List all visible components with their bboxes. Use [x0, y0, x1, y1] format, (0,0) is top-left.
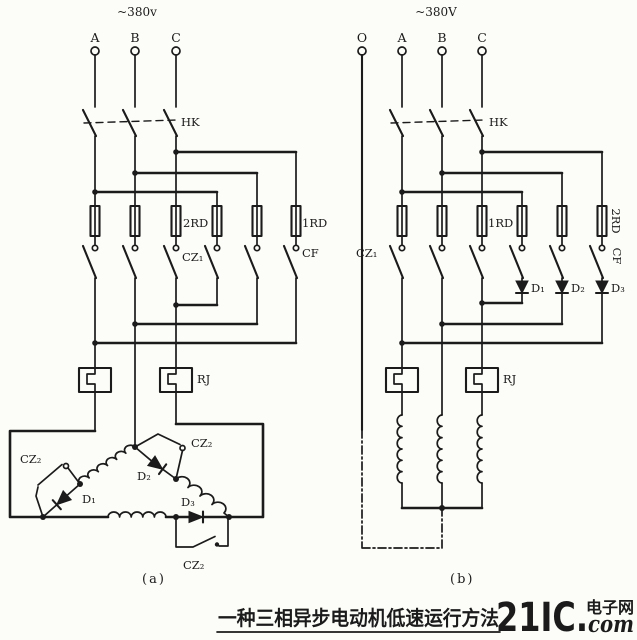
21ic-logo: 21IC. 电子网 com [496, 595, 634, 640]
fuse-2rd-label: 2RD [609, 208, 623, 233]
voltage-label-b: ~380V [415, 5, 457, 19]
terminal-icon [90, 46, 100, 56]
hk-switch-a: HK [81, 108, 200, 138]
contacts-b: CZ₁ CF [356, 244, 624, 280]
figure-title: 一种三相异步电动机低速运行方法 [218, 606, 499, 630]
d3-label-b: D₃ [611, 281, 625, 295]
logo-com-text: com [588, 611, 634, 638]
phase-b-label: B [437, 30, 446, 45]
logo-21ic-text: 21IC. [496, 595, 588, 640]
fuse-1rd-label: 1RD [302, 216, 327, 230]
terminal-icon [171, 46, 181, 56]
neutral-return-wire [361, 429, 443, 549]
voltage-label-a: ~380v [117, 5, 157, 19]
cz2-label-left: CZ₂ [20, 452, 41, 466]
d2-label-a: D₂ [137, 469, 151, 483]
merge-wires-b [400, 301, 604, 345]
diode-d3-a: D₃ [181, 495, 205, 524]
cz2-bypass-left: CZ₂ [20, 452, 81, 518]
contacts-a: CZ₁ CF [81, 244, 319, 280]
cz1-label-a: CZ₁ [182, 250, 203, 264]
neutral-o-label: O [357, 30, 367, 45]
thermal-relays-a: RJ [77, 366, 211, 394]
cz2-label-right: CZ₂ [191, 436, 212, 450]
phase-b-label: B [130, 30, 139, 45]
delta-windings [77, 444, 230, 518]
cz2-label-bottom: CZ₂ [183, 558, 204, 572]
diode-d2-a: D₂ [134, 446, 177, 483]
supply-terminals-a: A B C [89, 30, 181, 56]
fuse-2rd-label: 2RD [183, 216, 208, 230]
fuse-1rd-label: 1RD [488, 216, 513, 230]
merge-wires-a [93, 303, 298, 345]
d2-label-b: D₂ [571, 281, 585, 295]
cz1-label-b: CZ₁ [356, 246, 377, 260]
hk-label: HK [489, 115, 508, 129]
junctions-a [40, 149, 232, 520]
fuses-a: 2RD 1RD [89, 204, 327, 238]
phase-a-label: A [89, 30, 100, 45]
phase-wires-b [401, 54, 603, 509]
hk-switch-b: HK [388, 108, 508, 138]
caption-a: (a) [142, 572, 166, 587]
fuses-b: 1RD 2RD [396, 204, 623, 238]
hk-label: HK [181, 115, 200, 129]
phase-c-label: C [171, 30, 181, 45]
diode-d1-a: D₁ [42, 483, 96, 518]
rj-label-a: RJ [197, 372, 211, 386]
diodes-b: D₁ D₂ D₃ [514, 280, 625, 295]
cz2-bypass-bottom: CZ₂ [175, 516, 229, 572]
d3-label-a: D₃ [181, 495, 195, 509]
thermal-relays-b: RJ [384, 366, 517, 394]
terminal-icon [130, 46, 140, 56]
circuit-a: ~380v A B C HK 2RD 1RD [8, 5, 327, 587]
circuit-b: ~380V O A B C HK [356, 5, 625, 587]
caption-b: (b) [450, 572, 474, 587]
d1-label-a: D₁ [82, 492, 96, 506]
phase-a-label: A [396, 30, 407, 45]
junctions-b [399, 149, 485, 511]
d1-label-b: D₁ [531, 281, 545, 295]
supply-terminals-b: O A B C [357, 30, 487, 56]
footer: 一种三相异步电动机低速运行方法 21IC. 电子网 com [216, 595, 634, 640]
cz2-bypass-right: CZ₂ [134, 433, 212, 480]
tap-wires-a [93, 150, 298, 194]
cf-label-b: CF [610, 248, 624, 265]
phase-c-label: C [477, 30, 487, 45]
cf-label-a: CF [302, 246, 319, 260]
rj-label-b: RJ [503, 372, 517, 386]
tap-wires-b [400, 150, 604, 194]
logo-dianziwang-text: 电子网 [586, 598, 634, 617]
star-windings [396, 414, 484, 510]
